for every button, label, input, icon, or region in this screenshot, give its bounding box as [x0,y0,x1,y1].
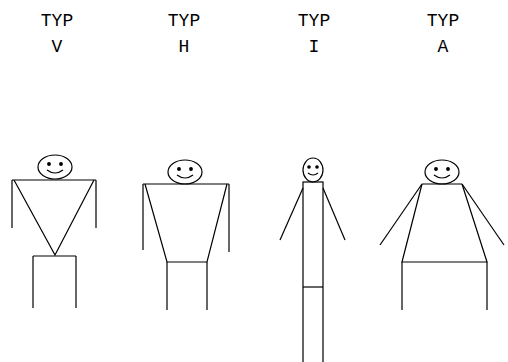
type-label: TYP V [41,8,73,60]
figure-a [380,160,504,310]
figure-h [143,160,229,310]
figure-v [12,155,96,308]
type-label: TYP H [168,8,200,60]
figure-i [280,158,345,362]
type-label: TYP A [427,8,459,60]
type-label: TYP I [298,8,330,60]
